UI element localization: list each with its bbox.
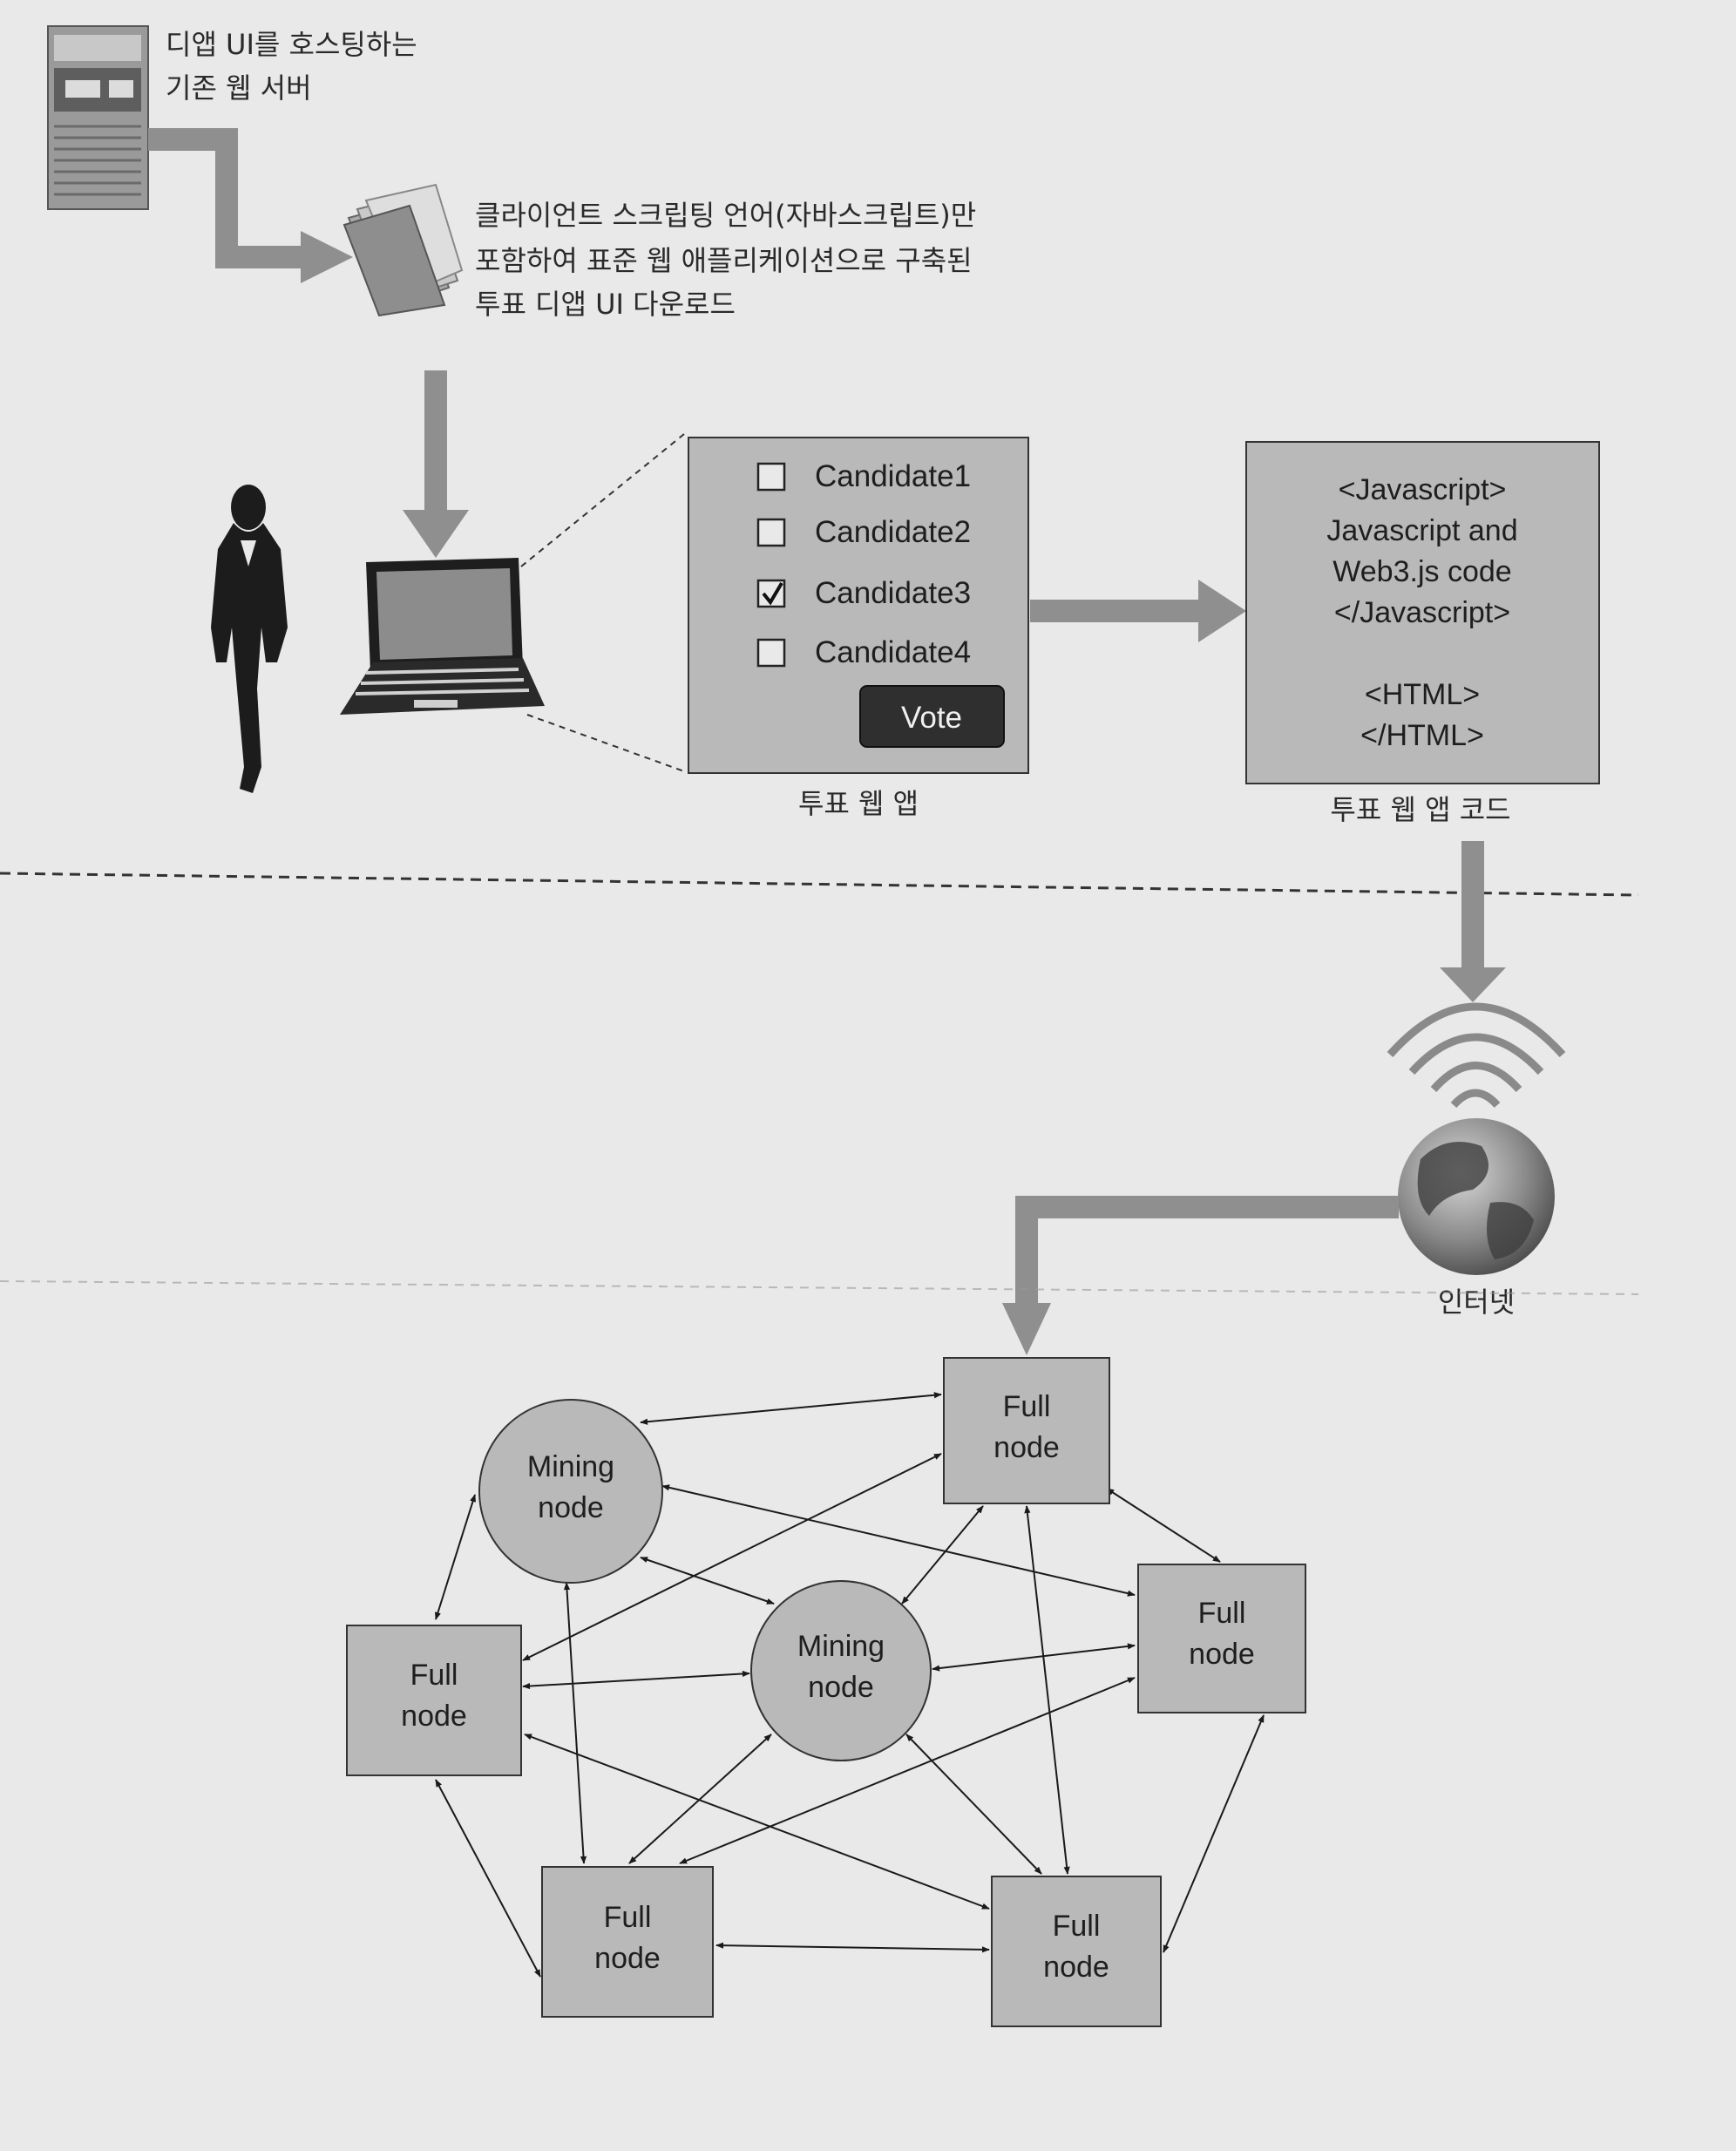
full-node-left-label-1: Full (410, 1659, 458, 1692)
checkmark-icon (762, 581, 783, 606)
server-caption-line-2: 기존 웹 서버 (166, 71, 312, 105)
mining-node-top: Mining node (478, 1399, 663, 1584)
network-edge-6 (522, 1453, 942, 1661)
internet-globe-icon (1398, 1118, 1555, 1275)
arrow-to-code (1030, 580, 1246, 642)
candidate-4-option[interactable]: Candidate4 (756, 635, 971, 669)
candidate-2-label: Candidate2 (815, 515, 971, 549)
network-edge-16 (905, 1734, 1042, 1875)
candidate-2-option[interactable]: Candidate2 (756, 515, 971, 549)
vote-button[interactable]: Vote (859, 685, 1005, 748)
candidate-3-option[interactable]: Candidate3 (756, 576, 971, 610)
network-edge-18 (1163, 1714, 1265, 1953)
code-line-4: </Javascript> (1334, 596, 1510, 629)
full-node-left-label-2: node (401, 1700, 467, 1733)
full-node-right: Full node (1137, 1564, 1306, 1713)
network-edge-14 (628, 1734, 772, 1864)
server-caption: 디앱 UI를 호스팅하는 기존 웹 서버 (166, 28, 417, 105)
full-node-bottom-right-label-2: node (1043, 1951, 1109, 1984)
candidate-2-checkbox[interactable] (756, 518, 786, 547)
user-silhouette-icon (211, 485, 288, 793)
candidate-4-label: Candidate4 (815, 635, 971, 669)
network-connections (434, 1392, 1265, 1978)
zoom-lines (520, 433, 685, 772)
full-node-top-label-2: node (993, 1431, 1060, 1464)
laptop-icon (340, 558, 545, 715)
download-caption: 클라이언트 스크립팅 언어(자바스크립트)만 포함하여 표준 웹 애플리케이션으… (475, 199, 976, 321)
code-line-6: <HTML> (1365, 678, 1480, 711)
network-edge-1 (640, 1392, 942, 1425)
mining-node-center-label-1: Mining (797, 1630, 885, 1663)
download-arrow (148, 128, 353, 283)
vote-button-label: Vote (901, 701, 962, 735)
candidate-3-label: Candidate3 (815, 576, 971, 610)
wireless-signal-icon (1387, 1002, 1566, 1109)
arrow-to-laptop (403, 370, 469, 558)
web-server-icon (47, 25, 149, 210)
full-node-right-label-2: node (1189, 1638, 1255, 1671)
network-edge-8 (1106, 1488, 1221, 1563)
full-node-bottom-left: Full node (541, 1866, 714, 2018)
candidate-1-checkbox[interactable] (756, 462, 786, 492)
code-line-7: </HTML> (1360, 719, 1484, 752)
web-app-code-box: <Javascript> Javascript and Web3.js code… (1245, 441, 1600, 784)
network-edge-2 (563, 1582, 587, 1864)
voting-app-caption: 투표 웹 앱 (798, 787, 919, 820)
full-node-bottom-left-label-1: Full (604, 1901, 652, 1934)
arrow-to-network (1002, 1196, 1399, 1355)
code-box-caption: 투표 웹 앱 코드 (1330, 793, 1510, 826)
voting-web-app: Candidate1 Candidate2 Candidate3 Candida… (688, 437, 1029, 774)
full-node-right-label-1: Full (1198, 1597, 1246, 1630)
candidate-4-checkbox[interactable] (756, 638, 786, 668)
network-edge-13 (435, 1779, 541, 1978)
full-node-bottom-right-label-1: Full (1053, 1910, 1101, 1943)
network-edge-9 (901, 1505, 984, 1605)
code-line-3: Web3.js code (1333, 555, 1511, 588)
section-divider (0, 872, 1639, 897)
full-node-bottom-right: Full node (991, 1876, 1162, 2027)
mining-node-center: Mining node (750, 1580, 932, 1761)
full-node-top: Full node (943, 1357, 1110, 1504)
documents-folder-icon (342, 183, 464, 317)
full-node-top-label-1: Full (1003, 1390, 1051, 1423)
network-edge-11 (932, 1643, 1136, 1672)
code-line-1: <Javascript> (1339, 473, 1507, 506)
network-edge-17 (715, 1942, 990, 1953)
mining-node-center-label-2: node (808, 1671, 874, 1704)
candidate-1-label: Candidate1 (815, 459, 971, 493)
network-edge-5 (640, 1557, 775, 1605)
download-caption-line-3: 투표 디앱 UI 다운로드 (475, 288, 736, 321)
download-caption-line-1: 클라이언트 스크립팅 언어(자바스크립트)만 (475, 199, 976, 232)
candidate-1-option[interactable]: Candidate1 (756, 459, 971, 493)
full-node-bottom-left-label-2: node (594, 1942, 661, 1975)
internet-label: 인터넷 (1438, 1286, 1515, 1319)
code-line-2: Javascript and (1326, 514, 1517, 547)
network-edge-3 (434, 1494, 477, 1620)
mining-node-top-label-2: node (538, 1491, 604, 1524)
mining-node-top-label-1: Mining (527, 1450, 614, 1483)
arrow-to-internet (1440, 841, 1506, 1002)
network-edge-7 (522, 1670, 750, 1690)
network-edge-10 (1024, 1505, 1070, 1875)
download-caption-line-2: 포함하여 표준 웹 애플리케이션으로 구축된 (475, 244, 973, 277)
faint-divider (0, 1280, 1639, 1295)
full-node-left: Full node (346, 1625, 522, 1776)
server-caption-line-1: 디앱 UI를 호스팅하는 (166, 28, 417, 61)
